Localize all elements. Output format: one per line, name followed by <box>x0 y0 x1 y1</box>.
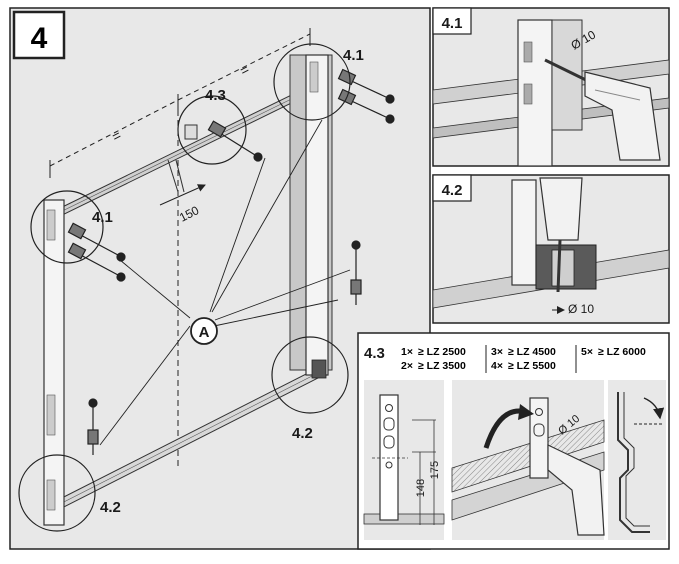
dim-175: 175 <box>429 461 441 479</box>
detail-42-title: 4.2 <box>442 182 463 199</box>
callout-label-top-right: 4.1 <box>343 47 364 64</box>
detail-panel-4-2: 4.2 Ø 10 <box>432 174 670 324</box>
callout-label-top-left: 4.1 <box>92 209 113 226</box>
detail-43-title: 4.3 <box>364 345 385 362</box>
quantity-rules: 1× ≥ LZ 2500 2× ≥ LZ 3500 3× ≥ LZ 4500 4… <box>401 345 646 373</box>
anchor-circle <box>190 317 218 345</box>
rule-3-cond: ≥ LZ 4500 <box>508 346 556 358</box>
callout-circles <box>18 43 351 532</box>
screws-left <box>67 222 126 282</box>
bracket-dimension-view: 148 175 <box>363 380 445 540</box>
callout-label-bottom-left: 4.2 <box>100 499 121 516</box>
rule-4-qty: 4× <box>491 360 503 372</box>
rule-3-qty: 3× <box>491 346 503 358</box>
detail-42-drill-size: Ø 10 <box>568 302 594 316</box>
rule-5-qty: 5× <box>581 346 593 358</box>
profile-section-view <box>608 380 666 540</box>
detail-panel-4-3: 4.3 1× ≥ LZ 2500 2× ≥ LZ 3500 3× ≥ LZ 45… <box>357 332 670 550</box>
rule-1-cond: ≥ LZ 2500 <box>418 346 466 358</box>
hanger-install-view: Ø 10 <box>451 380 605 540</box>
middle-hanger <box>167 124 198 193</box>
rule-2-qty: 2× <box>401 360 413 372</box>
callout-label-middle: 4.3 <box>205 87 226 104</box>
detail-panel-4-1: 4.1 Ø 10 <box>432 7 670 167</box>
rule-1-qty: 1× <box>401 346 413 358</box>
anchor-label: A <box>199 324 210 341</box>
step-number-box: 4 <box>12 10 66 60</box>
main-panel: 4 = = 150 <box>9 7 431 550</box>
right-post <box>289 54 333 379</box>
drill-icon <box>544 58 661 161</box>
step-number: 4 <box>31 22 48 55</box>
rule-4-cond: ≥ LZ 5500 <box>508 360 556 372</box>
drill-icon-down <box>539 177 583 293</box>
detail-41-title: 4.1 <box>442 15 463 32</box>
screws-middle <box>207 120 263 162</box>
anchor-pointer-lines <box>99 119 351 446</box>
screws-vertical <box>87 240 362 455</box>
callout-label-bottom-right: 4.2 <box>292 425 313 442</box>
left-post <box>43 199 65 526</box>
dim-148: 148 <box>415 479 427 497</box>
rule-5-cond: ≥ LZ 6000 <box>598 346 646 358</box>
rule-2-cond: ≥ LZ 3500 <box>418 360 466 372</box>
